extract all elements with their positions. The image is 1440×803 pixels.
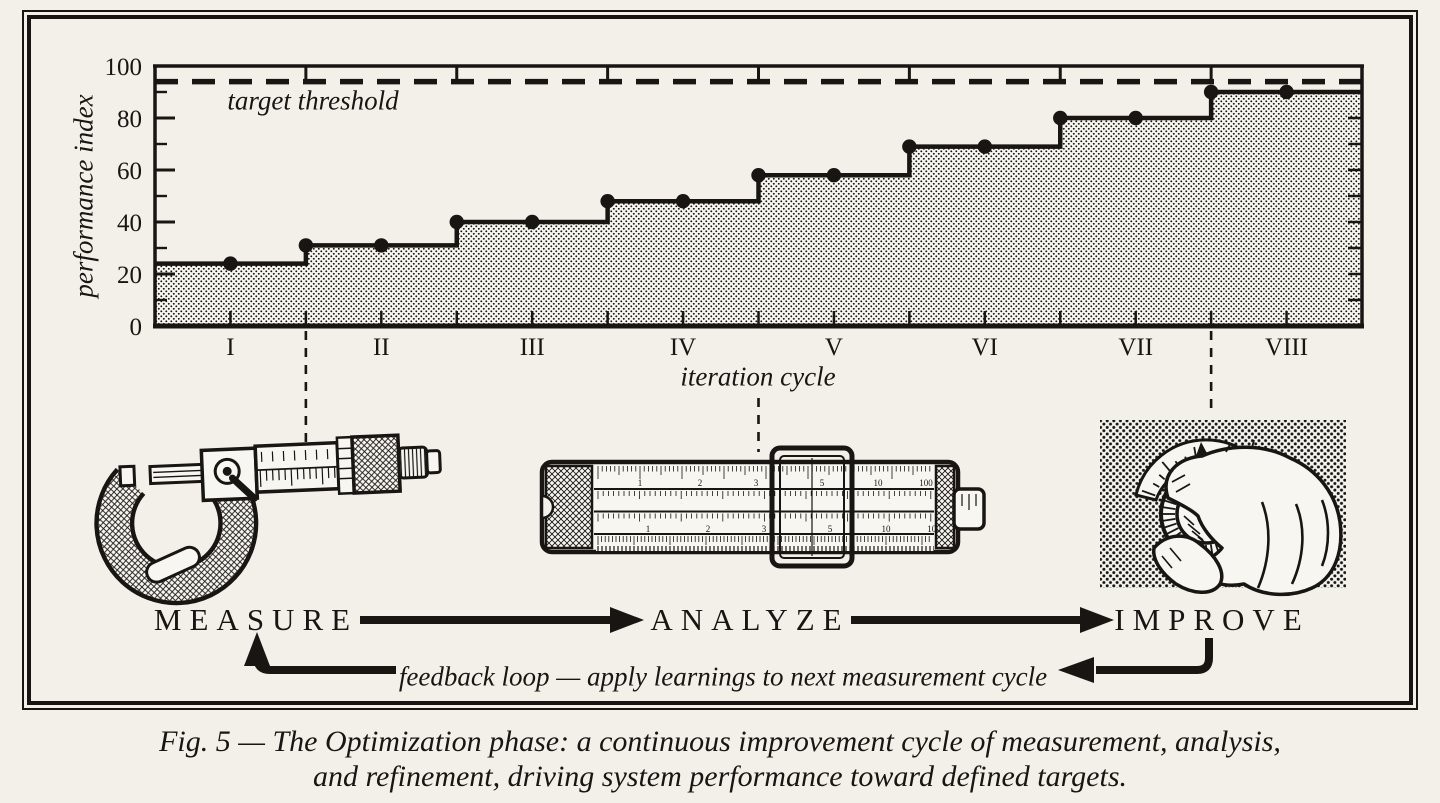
svg-text:5: 5 [828,524,833,534]
svg-text:III: III [520,334,545,361]
analyze-label: ANALYZE [650,602,850,637]
slide-rule-icon: 1 1 2 2 3 3 5 5 10 10 100 100 [539,445,986,569]
caption-line-1: Fig. 5 — The Optimization phase: a conti… [159,725,1281,758]
figure-frame-inner [27,15,1413,705]
x-axis-title: iteration cycle [680,361,836,392]
svg-text:VII: VII [1118,334,1153,361]
svg-text:5: 5 [820,478,825,488]
figure-caption: Fig. 5 — The Optimization phase: a conti… [0,724,1440,794]
connector-dashed-lines [304,331,1213,452]
feedback-loop-arrow [244,632,1213,683]
feedback-label: feedback loop — apply learnings to next … [398,661,1048,692]
flow-arrows [360,607,1114,633]
svg-text:2: 2 [698,478,703,488]
svg-text:80: 80 [117,106,142,133]
y-axis-title: performance index [68,94,99,298]
svg-text:60: 60 [117,158,142,185]
svg-text:2: 2 [706,524,711,534]
svg-text:3: 3 [754,478,759,488]
improve-label: IMPROVE [1114,602,1310,637]
svg-text:II: II [373,334,390,361]
dial-hand-icon [1100,420,1346,597]
svg-text:V: V [825,334,843,361]
svg-text:VIII: VIII [1265,334,1308,361]
figure-frame [22,10,1418,710]
micrometer-barrel-ticks [257,449,338,487]
arrow-measure-to-analyze [610,607,644,633]
svg-text:100: 100 [919,478,933,488]
svg-text:10: 10 [882,524,892,534]
svg-text:10: 10 [874,478,884,488]
svg-text:40: 40 [117,210,142,237]
svg-text:I: I [226,334,234,361]
svg-text:1: 1 [646,524,651,534]
svg-text:0: 0 [130,314,143,341]
svg-text:100: 100 [105,54,143,81]
arrow-analyze-to-improve [1080,607,1114,633]
svg-text:3: 3 [762,524,767,534]
threshold-label: target threshold [227,85,399,116]
svg-text:20: 20 [117,262,142,289]
slide-rule-scales [597,466,932,545]
svg-text:1: 1 [638,478,643,488]
measure-label: MEASURE [153,602,359,637]
svg-text:100: 100 [927,524,941,534]
svg-text:IV: IV [670,334,696,361]
slide-rule-numbers: 1 1 2 2 3 3 5 5 10 10 100 100 [638,478,942,534]
micrometer-icon [94,433,442,606]
caption-line-2: and refinement, driving system performan… [312,760,1128,793]
svg-text:VI: VI [972,334,998,361]
